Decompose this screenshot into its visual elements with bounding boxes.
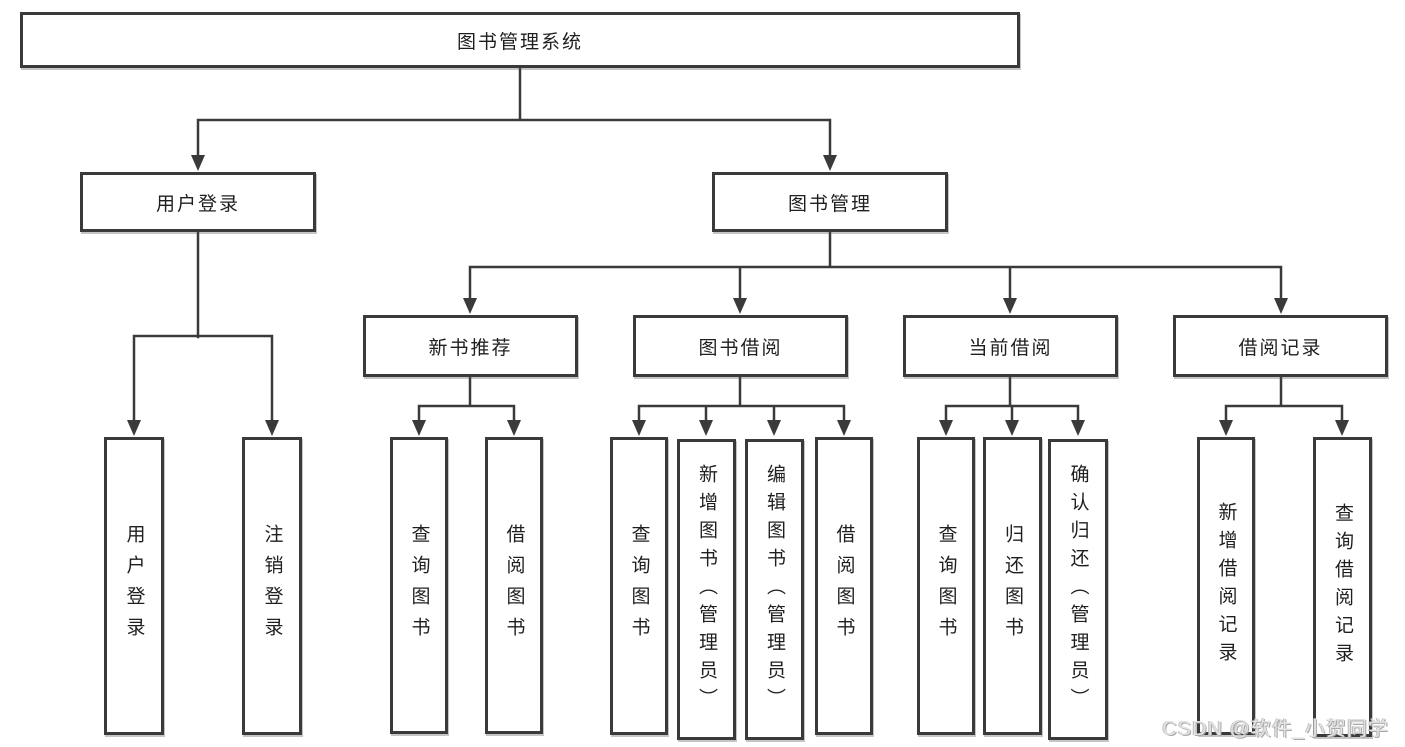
- node-label: 注销登录: [261, 524, 283, 648]
- node-label: 新增借阅记录: [1215, 502, 1237, 670]
- node-label: 新书推荐: [428, 337, 513, 359]
- node-label: 查询借阅记录: [1332, 503, 1353, 671]
- node-label: 图书管理: [787, 193, 872, 215]
- node-label: 查询图书: [408, 523, 430, 648]
- leaf-add-borrow-record: 新增借阅记录: [1197, 437, 1255, 735]
- node-label: 用户登录: [123, 524, 145, 648]
- leaf-borrow-books-recommend: 借阅图书: [485, 437, 543, 734]
- node-label: 借阅图书: [833, 524, 855, 648]
- node-label: 归还图书: [1002, 524, 1023, 648]
- node-label: 图书管理系统: [456, 31, 583, 53]
- node-label: 确认归还（管理员）: [1067, 463, 1089, 716]
- node-label: 图书借阅: [698, 337, 783, 359]
- node-book-borrowing: 图书借阅: [633, 315, 848, 377]
- node-label: 当前借阅: [968, 337, 1053, 359]
- leaf-confirm-return-admin: 确认归还（管理员）: [1048, 439, 1108, 740]
- node-label: 用户登录: [155, 193, 240, 215]
- node-label: 编辑图书（管理员）: [764, 463, 785, 716]
- leaf-logout: 注销登录: [242, 437, 302, 735]
- node-label: 借阅图书: [503, 523, 525, 648]
- node-book-management: 图书管理: [712, 172, 948, 232]
- node-new-book-recommend: 新书推荐: [363, 315, 578, 377]
- node-label: 借阅记录: [1238, 337, 1323, 359]
- node-root: 图书管理系统: [20, 12, 1020, 68]
- watermark: CSDN @软件_小贺同学: [1162, 718, 1389, 740]
- leaf-return-books: 归还图书: [983, 437, 1042, 735]
- leaf-query-books-recommend: 查询图书: [390, 437, 448, 734]
- node-user-login: 用户登录: [80, 172, 316, 232]
- node-label: 查询图书: [935, 524, 957, 648]
- leaf-query-borrow-record: 查询借阅记录: [1313, 437, 1372, 737]
- node-current-borrowing: 当前借阅: [903, 315, 1118, 377]
- leaf-user-login: 用户登录: [104, 437, 164, 735]
- node-label: 查询图书: [628, 524, 650, 648]
- node-borrowing-records: 借阅记录: [1173, 315, 1388, 377]
- leaf-edit-book-admin: 编辑图书（管理员）: [745, 439, 804, 740]
- leaf-add-book-admin: 新增图书（管理员）: [677, 439, 736, 740]
- leaf-borrow-books-borrowing: 借阅图书: [815, 437, 873, 735]
- leaf-query-books-current: 查询图书: [917, 437, 975, 735]
- node-label: 新增图书（管理员）: [696, 463, 717, 716]
- leaf-query-books-borrowing: 查询图书: [610, 437, 668, 735]
- connector-path: [132, 66, 1344, 423]
